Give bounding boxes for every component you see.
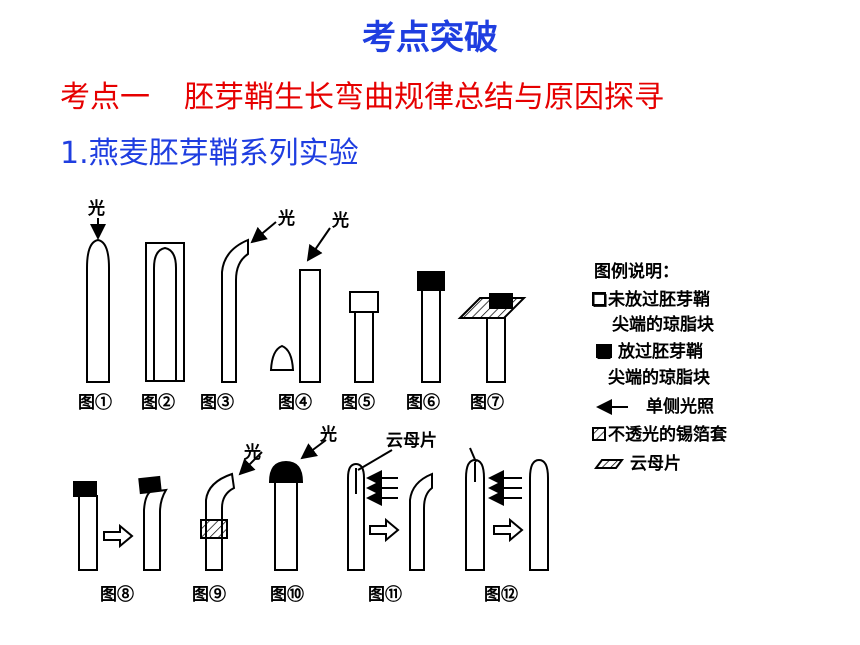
caption-10: 图⑩ [270,584,304,605]
figure-3 [221,221,277,383]
legend-symbols [592,292,628,469]
legend-item1-line1: □未放过胚芽鞘 [592,289,710,310]
light-label-3: 光 [277,208,295,229]
legend-item2-line1: ■ 放过胚芽鞘 [596,341,703,362]
caption-2: 图② [141,392,175,413]
caption-6: 图⑥ [406,392,440,413]
light-label-1: 光 [87,198,105,219]
figure-12 [465,447,549,571]
legend-item5: 云母片 [630,453,681,474]
legend-title: 图例说明： [594,261,679,282]
caption-8: 图⑧ [100,584,134,605]
figure-2 [145,242,185,382]
caption-7: 图⑦ [470,392,504,413]
figure-4 [269,227,331,383]
caption-4: 图④ [278,392,312,413]
caption-1: 图① [78,392,112,413]
figure-9 [200,451,263,571]
figure-11 [347,449,433,571]
light-label-10: 光 [319,424,337,445]
caption-5: 图⑤ [341,392,375,413]
figure-8 [73,475,168,571]
figure-6 [417,271,445,383]
page-title: 考点突破 [362,18,498,58]
section-label: 考点一 [60,80,150,115]
figure-7 [457,293,527,383]
subsection-heading: 1.燕麦胚芽鞘系列实验 [60,136,359,171]
section-text: 胚芽鞘生长弯曲规律总结与原因探寻 [184,80,664,115]
light-label-9: 光 [243,442,261,463]
figure-1 [86,218,110,383]
figure-5 [349,291,379,383]
figure-10 [268,439,327,571]
legend-item2-line2: 尖端的琼脂块 [608,367,711,388]
legend-item3: 单侧光照 [646,396,714,417]
legend-item1-line2: 尖端的琼脂块 [612,314,715,335]
caption-3: 图③ [200,392,234,413]
light-label-4: 光 [331,210,349,231]
caption-9: 图⑨ [192,584,226,605]
legend-item4: 不透光的锡箔套 [608,424,728,445]
caption-11: 图⑪ [368,584,402,605]
caption-12: 图⑫ [484,584,518,605]
mica-label: 云母片 [386,430,437,451]
section-heading: 考点一胚芽鞘生长弯曲规律总结与原因探寻 [60,72,664,116]
